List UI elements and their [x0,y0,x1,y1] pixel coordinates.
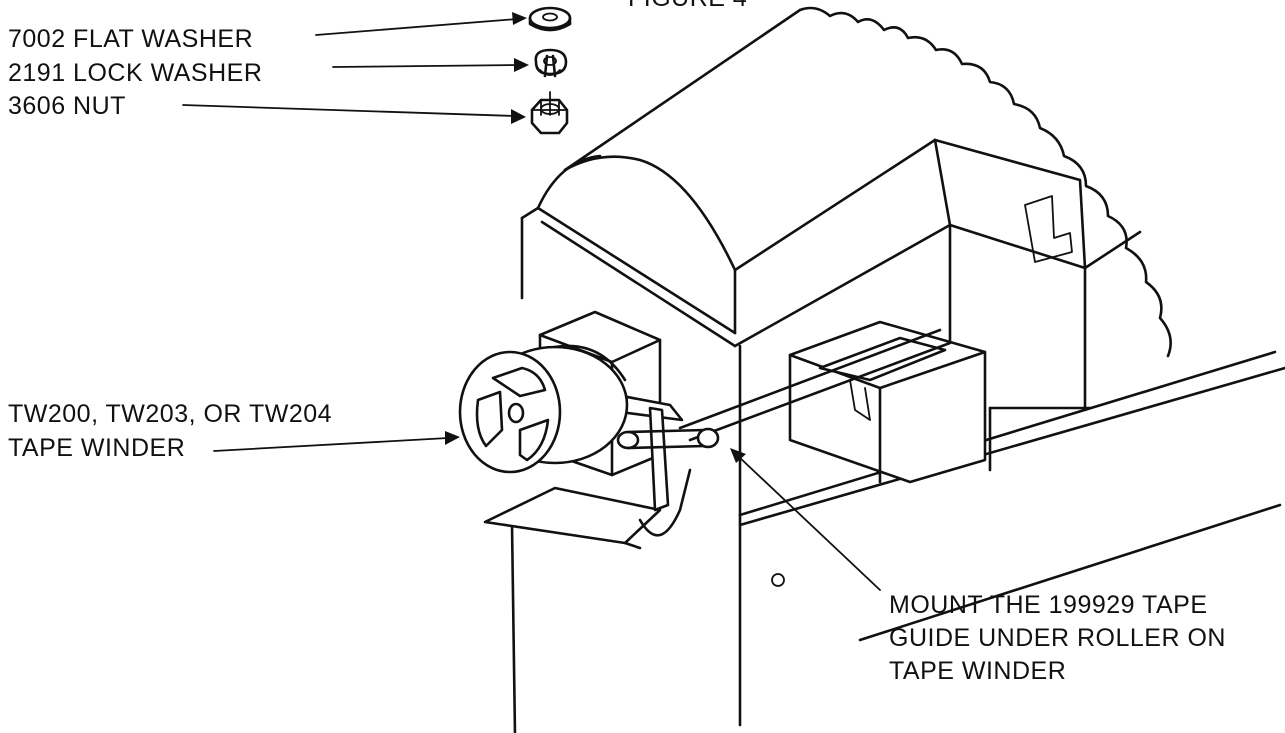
tape-punch-block [788,320,987,484]
tape-winder-label-line2: TAPE WINDER [8,434,185,462]
tape-guide-arrow [730,448,881,591]
hardware-callouts: 7002 FLAT WASHER 2191 LOCK WASHER 3606 N… [8,6,572,135]
tape-winder-assembly [458,310,720,550]
flat-washer-arrow [315,12,527,36]
tape-winder-arrow [213,431,460,452]
flat-washer-label: 7002 FLAT WASHER [8,25,253,53]
figure-title: FIGURE 4 [628,0,747,12]
tape-guide-label-line2: GUIDE UNDER ROLLER ON [889,624,1226,652]
lock-washer-label: 2191 LOCK WASHER [8,59,262,87]
tape-winder-label-line1: TW200, TW203, OR TW204 [8,400,332,428]
tape-guide-label-line3: TAPE WINDER [889,657,1066,685]
flat-washer-icon [528,6,572,32]
tape-guide-label-line1: MOUNT THE 199929 TAPE [889,591,1208,619]
mounting-hole [771,573,785,587]
lock-washer-icon [534,48,568,78]
lock-washer-arrow [332,58,529,72]
hex-nut-icon [530,91,569,135]
torn-edge [798,6,1172,358]
nut-label: 3606 NUT [8,92,126,120]
nut-arrow [182,104,526,124]
tape-winder-callout: TW200, TW203, OR TW204 TAPE WINDER [8,400,460,462]
tape-guide-callout: MOUNT THE 199929 TAPE GUIDE UNDER ROLLER… [730,448,1226,685]
paper-tape [678,328,952,442]
